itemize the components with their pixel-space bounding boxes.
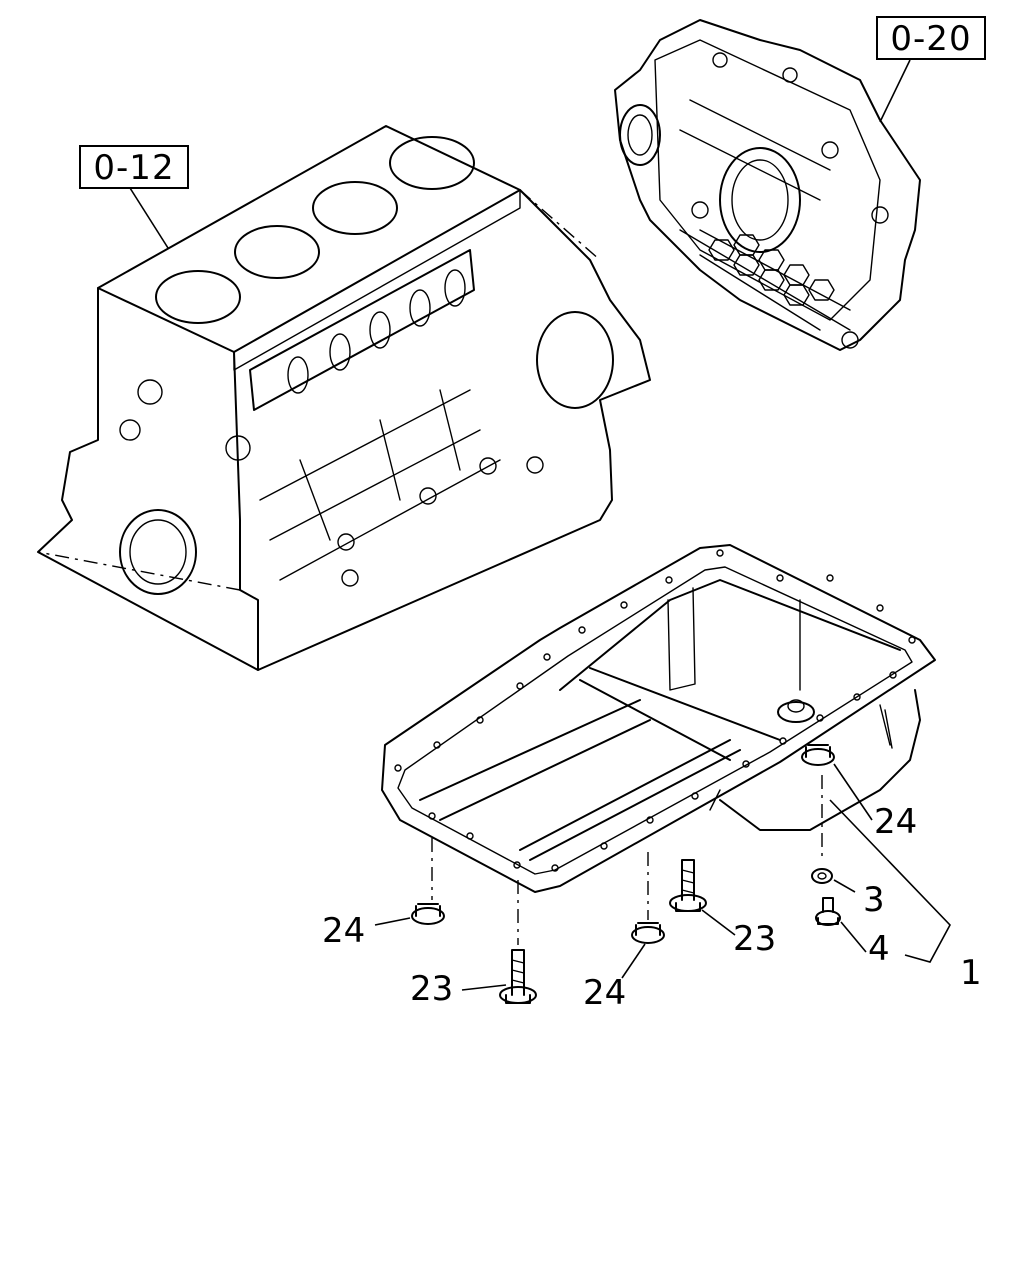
callout-24-middle: 24 [583, 973, 626, 1013]
flywheel-housing-illustration [614, 19, 921, 351]
callout-3: 3 [863, 880, 885, 920]
leader-lines [129, 59, 951, 991]
callout-24-right: 24 [874, 802, 917, 842]
callout-1: 1 [960, 953, 982, 993]
callout-23-middle: 23 [733, 919, 776, 959]
flange-nut-middle [631, 922, 665, 944]
flange-nut-right [801, 744, 835, 766]
callout-24-left: 24 [322, 911, 365, 951]
callout-4: 4 [868, 929, 890, 969]
drain-plug [815, 897, 841, 926]
fasteners [411, 744, 841, 1004]
callout-23-left: 23 [410, 969, 453, 1009]
flange-nut-left [411, 903, 445, 925]
reference-0-20: 0-20 [876, 16, 986, 60]
reference-label-block: 0-12 [93, 148, 174, 188]
reference-0-12: 0-12 [79, 145, 189, 189]
reference-label-flywheel-housing: 0-20 [890, 19, 971, 59]
engine-block-illustration [37, 125, 651, 671]
oil-pan-illustration [381, 544, 936, 893]
bolt-middle [669, 859, 707, 912]
washer [811, 868, 833, 884]
bolt-left [499, 949, 537, 1004]
